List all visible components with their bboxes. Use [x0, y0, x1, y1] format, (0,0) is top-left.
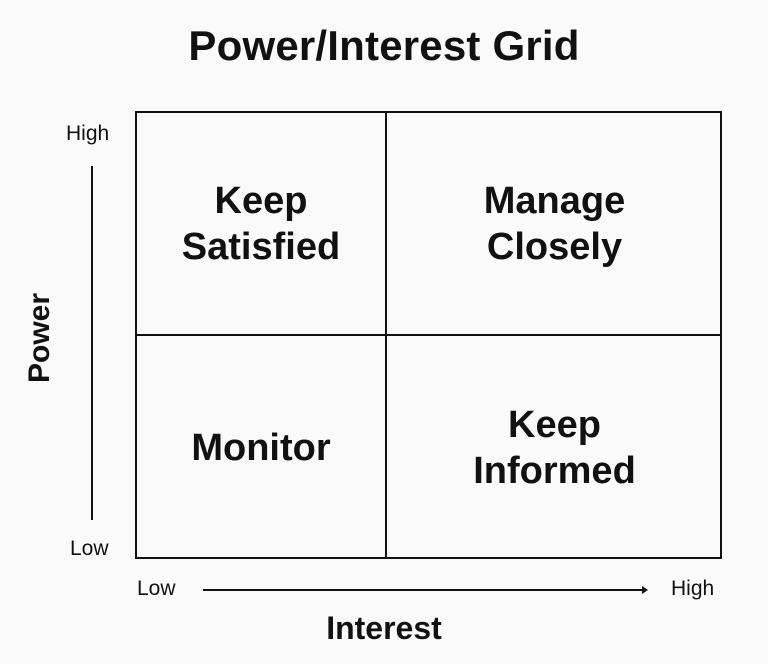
arrow-right-icon [642, 586, 648, 594]
x-axis-title: Interest [326, 610, 442, 646]
quadrant-keep-satisfied: Keep Satisfied [137, 113, 385, 334]
y-axis-title: Power [23, 292, 56, 384]
quadrant-label: Keep Satisfied [181, 179, 341, 268]
power-interest-grid: Keep Satisfied Manage Closely Monitor Ke… [135, 111, 722, 559]
y-axis-low-label: Low [70, 537, 109, 560]
quadrant-label: Manage Closely [483, 179, 626, 268]
diagram-title: Power/Interest Grid [188, 22, 580, 69]
quadrant-monitor: Monitor [137, 336, 385, 559]
y-axis-high-label: High [66, 122, 110, 145]
x-axis-line [203, 589, 643, 591]
quadrant-label: Keep Informed [473, 403, 636, 492]
y-axis-line [91, 166, 93, 520]
quadrant-keep-informed: Keep Informed [387, 336, 722, 559]
quadrant-label: Monitor [191, 426, 331, 469]
horizontal-divider [137, 334, 720, 336]
x-axis-high-label: High [671, 577, 715, 600]
quadrant-manage-closely: Manage Closely [387, 113, 722, 334]
x-axis-low-label: Low [137, 577, 176, 600]
